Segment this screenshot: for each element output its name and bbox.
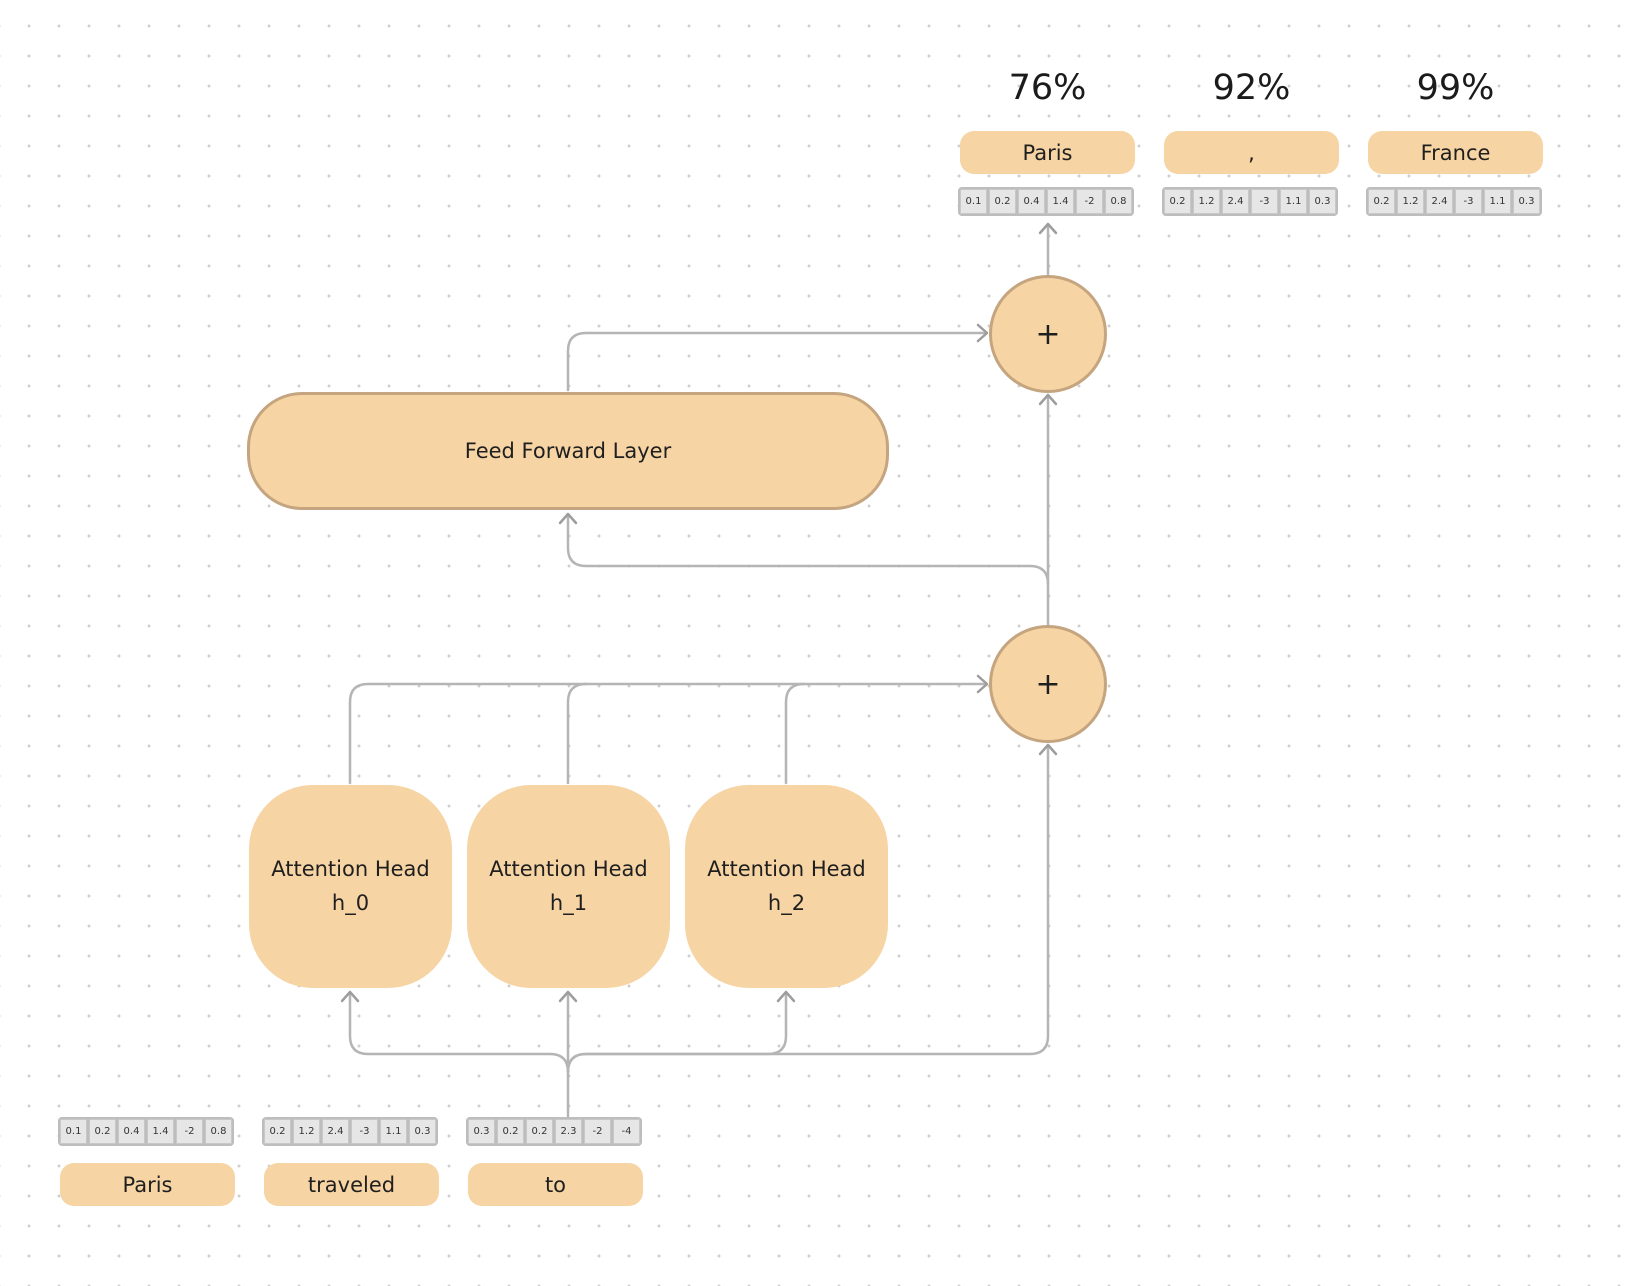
- attention-head-title: Attention Head: [707, 856, 866, 881]
- input-vector: 0.2 1.2 2.4 -3 1.1 0.3: [262, 1117, 438, 1146]
- vector-cell: 2.4: [322, 1119, 349, 1144]
- vector-cell: 2.4: [1222, 189, 1249, 214]
- vector-cell: 0.2: [989, 189, 1016, 214]
- vector-cell: 2.3: [555, 1119, 582, 1144]
- vector-cell: 0.3: [468, 1119, 495, 1144]
- vector-cell: 0.4: [1018, 189, 1045, 214]
- vector-cell: 0.2: [526, 1119, 553, 1144]
- vector-cell: 1.1: [1484, 189, 1511, 214]
- output-vector: 0.2 1.2 2.4 -3 1.1 0.3: [1366, 187, 1542, 216]
- output-token: ,: [1164, 131, 1339, 174]
- feed-forward-layer[interactable]: Feed Forward Layer: [247, 392, 889, 510]
- vector-cell: 0.1: [960, 189, 987, 214]
- attention-head-h2[interactable]: Attention Head h_2: [685, 785, 888, 988]
- arrowhead-add1-bottom: [1038, 743, 1058, 756]
- attention-head-h1[interactable]: Attention Head h_1: [467, 785, 670, 988]
- vector-cell: 1.1: [380, 1119, 407, 1144]
- vector-cell: 0.3: [409, 1119, 436, 1144]
- vector-cell: 0.2: [1164, 189, 1191, 214]
- output-vector: 0.1 0.2 0.4 1.4 -2 0.8: [958, 187, 1134, 216]
- vector-cell: -2: [584, 1119, 611, 1144]
- wire-to-h0: [348, 991, 570, 1074]
- vector-cell: 0.4: [118, 1119, 145, 1144]
- residual-add-node-top[interactable]: +: [989, 275, 1107, 393]
- input-vector: 0.1 0.2 0.4 1.4 -2 0.8: [58, 1117, 234, 1146]
- arrowhead-h1: [558, 990, 578, 1003]
- output-probability: 76%: [1008, 68, 1087, 108]
- feed-forward-label: Feed Forward Layer: [464, 439, 672, 463]
- arrowhead-h0: [340, 990, 360, 1003]
- attention-head-title: Attention Head: [489, 856, 648, 881]
- input-vector: 0.3 0.2 0.2 2.3 -2 -4: [466, 1117, 642, 1146]
- wire-h1-out: [566, 682, 588, 785]
- arrowhead-add1-left: [976, 674, 989, 694]
- arrowhead-output: [1038, 222, 1058, 235]
- vector-cell: 1.1: [1280, 189, 1307, 214]
- attention-head-id: h_0: [331, 890, 370, 915]
- arrowhead-h2: [776, 990, 796, 1003]
- vector-cell: -2: [1076, 189, 1103, 214]
- arrowhead-ff: [558, 512, 578, 525]
- vector-cell: 0.2: [89, 1119, 116, 1144]
- output-token: Paris: [960, 131, 1135, 174]
- vector-cell: -3: [1251, 189, 1278, 214]
- vector-cell: -4: [613, 1119, 640, 1144]
- attention-head-id: h_1: [549, 890, 588, 915]
- vector-cell: 1.4: [1047, 189, 1074, 214]
- vector-cell: 1.2: [1193, 189, 1220, 214]
- output-probability: 99%: [1416, 68, 1495, 108]
- attention-head-id: h_2: [767, 890, 806, 915]
- vector-cell: 0.8: [205, 1119, 232, 1144]
- input-token: Paris: [60, 1163, 235, 1206]
- vector-cell: 2.4: [1426, 189, 1453, 214]
- wire-to-ff: [566, 513, 1050, 586]
- vector-cell: -2: [176, 1119, 203, 1144]
- vector-cell: 1.2: [293, 1119, 320, 1144]
- vector-cell: 0.2: [497, 1119, 524, 1144]
- vector-cell: 0.1: [60, 1119, 87, 1144]
- vector-cell: 0.3: [1309, 189, 1336, 214]
- vector-cell: 0.3: [1513, 189, 1540, 214]
- input-token: to: [468, 1163, 643, 1206]
- vector-cell: -3: [1455, 189, 1482, 214]
- attention-head-h0[interactable]: Attention Head h_0: [249, 785, 452, 988]
- wire-to-h2: [566, 991, 788, 1074]
- vector-cell: 0.2: [1368, 189, 1395, 214]
- input-token: traveled: [264, 1163, 439, 1206]
- wire-h0-out: [348, 682, 987, 785]
- output-probability: 92%: [1212, 68, 1291, 108]
- vector-cell: 1.4: [147, 1119, 174, 1144]
- arrowhead-add2-bottom: [1038, 393, 1058, 406]
- output-token: France: [1368, 131, 1543, 174]
- output-vector: 0.2 1.2 2.4 -3 1.1 0.3: [1162, 187, 1338, 216]
- vector-cell: 0.2: [264, 1119, 291, 1144]
- wire-ff-out: [566, 331, 987, 392]
- vector-cell: 0.8: [1105, 189, 1132, 214]
- vector-cell: -3: [351, 1119, 378, 1144]
- attention-head-title: Attention Head: [271, 856, 430, 881]
- vector-cell: 1.2: [1397, 189, 1424, 214]
- wire-h2-out: [784, 682, 806, 785]
- residual-add-node-bottom[interactable]: +: [989, 625, 1107, 743]
- arrowhead-add2-left: [976, 323, 989, 343]
